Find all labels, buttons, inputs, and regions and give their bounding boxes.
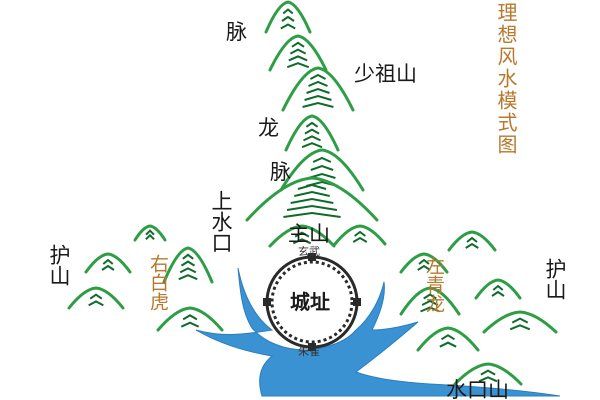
mountain-peak (268, 224, 336, 248)
mountain-tuft (88, 293, 104, 307)
mountain-peak (284, 114, 340, 152)
label-zhu-shan: 主山 (288, 222, 330, 246)
mountain-tuft (301, 121, 323, 149)
gate-south (308, 343, 316, 351)
label-zuo-qing-long: 左青龙 (423, 256, 445, 313)
label-hu-shan-left: 护山 (47, 244, 71, 286)
water-layer (195, 267, 561, 397)
mountain-tuft (439, 334, 457, 348)
mountain-peak (156, 306, 224, 332)
mountain-peak (264, 0, 312, 34)
mountain-tuft (465, 236, 479, 249)
label-xuan-wu: 玄武 (298, 245, 320, 258)
mountain-peak (245, 176, 379, 222)
gate-east (353, 298, 361, 306)
mountain-peak (416, 326, 480, 352)
mountain-peak (453, 362, 523, 386)
label-shang-shui-kou: 上水口 (209, 190, 233, 253)
label-hu-shan-right: 护山 (543, 258, 567, 300)
label-cheng-zhi: 城址 (290, 290, 330, 314)
mountain-peak (482, 310, 558, 334)
mountain-tuft (292, 231, 312, 245)
mountain-peak (268, 34, 328, 72)
mountain-tuft (180, 314, 200, 328)
mountain-peak (133, 224, 167, 242)
label-shui-kou-shan: 水口山 (446, 378, 509, 400)
mountain-tuft (306, 156, 338, 187)
mountain-tuft (509, 317, 531, 331)
mountain-tuft (280, 8, 296, 30)
mountain-tuft (302, 73, 334, 108)
label-shao-zu-shan: 少祖山 (354, 62, 417, 86)
mountain-tuft (286, 41, 310, 69)
label-long: 龙 (258, 116, 279, 140)
mountain-peak (333, 224, 387, 246)
gate-north (308, 253, 316, 261)
mountain-peak (279, 148, 365, 192)
city-wall-inner (270, 260, 354, 344)
label-mai-top: 脉 (226, 20, 247, 44)
mountain-tuft (478, 369, 498, 383)
mountain-tuft (352, 230, 368, 243)
city-site (263, 253, 361, 351)
label-mai-mid: 脉 (270, 160, 291, 184)
mountain-tuft (178, 253, 198, 281)
mountain-tuft (417, 258, 431, 271)
mountain-peak (474, 278, 522, 300)
mountain-tuft (420, 293, 440, 313)
mountain-peak (162, 246, 214, 284)
mountain-layer (67, 0, 558, 386)
mountain-peak (67, 286, 125, 310)
label-you-bai-hu: 右白虎 (147, 254, 169, 311)
mountain-peak (399, 286, 461, 316)
mountain-peak (84, 252, 132, 274)
mountain-tuft (283, 183, 341, 218)
gate-west (263, 298, 271, 306)
mountain-tuft (145, 229, 155, 241)
mountain-peak (447, 230, 497, 252)
mountain-peak (281, 66, 355, 112)
river (195, 267, 561, 397)
label-zhu-que: 朱雀 (298, 345, 320, 358)
mountain-tuft (491, 284, 505, 297)
mountain-tuft (101, 258, 115, 271)
diagram-title: 理想风水模式图 (494, 2, 518, 156)
mountain-peak (399, 252, 449, 274)
